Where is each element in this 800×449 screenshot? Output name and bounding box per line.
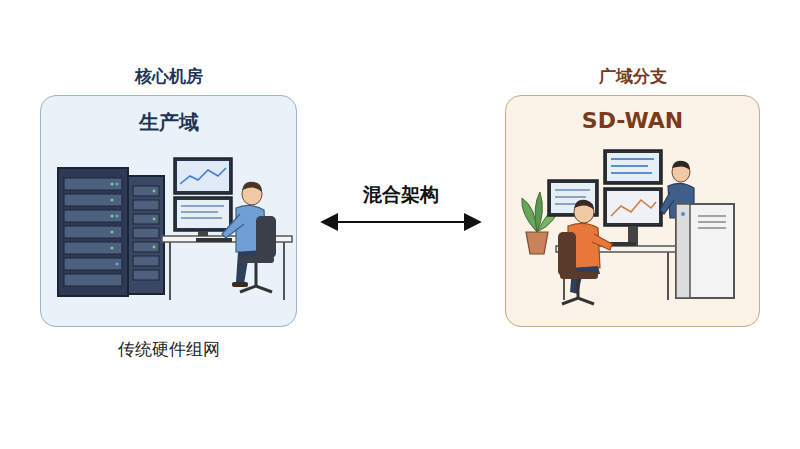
box-footer: 传统硬件组网 xyxy=(118,339,220,359)
domain-box: 广域分支SD-WAN xyxy=(505,95,760,327)
workstation xyxy=(548,150,734,304)
box-ground xyxy=(505,95,760,327)
double-arrow xyxy=(322,221,480,223)
box-heading: 广域分支 xyxy=(599,66,667,86)
domain-title: SD-WAN xyxy=(582,108,683,134)
domain-title: 生产域 xyxy=(139,110,199,134)
box-ground xyxy=(40,95,297,327)
server-rack xyxy=(58,168,164,296)
workstation xyxy=(162,158,292,300)
domain-box: 核心机房生产域传统硬件组网 xyxy=(40,95,297,327)
connector-label: 混合架构 xyxy=(359,183,443,206)
box-heading: 核心机房 xyxy=(135,66,203,86)
